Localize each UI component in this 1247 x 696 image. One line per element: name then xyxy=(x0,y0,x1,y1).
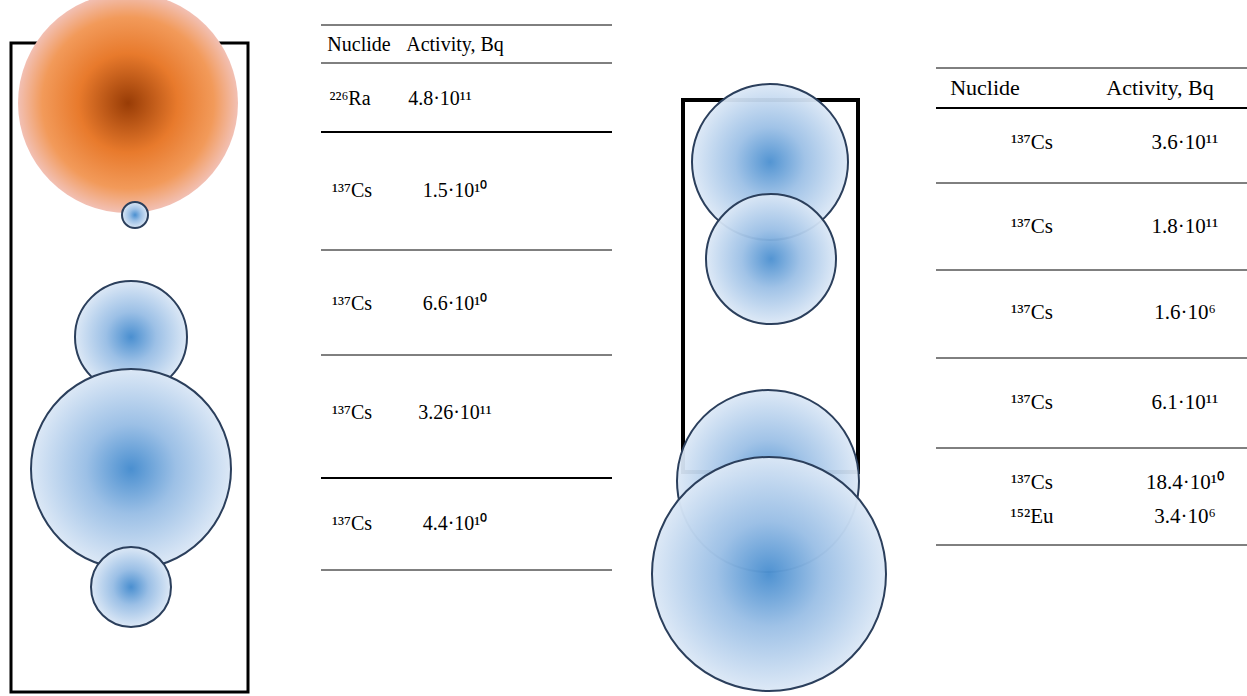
table-cell: 3.4·10⁶ xyxy=(1154,505,1216,528)
table-header: Activity, Bq xyxy=(406,33,504,55)
table-cell: ¹³⁷Cs xyxy=(332,179,372,201)
table-cell: ¹³⁷Cs xyxy=(1011,471,1053,494)
table-cell: 4.8·10¹¹ xyxy=(408,87,472,109)
table-header: Nuclide xyxy=(950,76,1020,100)
table-header: Activity, Bq xyxy=(1106,76,1213,100)
table-cell: 6.6·10¹⁰ xyxy=(423,292,488,314)
cesium-source xyxy=(706,194,836,324)
table-cell: ¹⁵²Eu xyxy=(1010,505,1053,528)
cesium-source xyxy=(91,547,171,627)
table-cell: ²²⁶Ra xyxy=(329,87,370,109)
radium-source xyxy=(18,0,238,213)
table-cell: 1.8·10¹¹ xyxy=(1152,215,1219,238)
cesium-source xyxy=(122,202,148,228)
table-cell: 4.4·10¹⁰ xyxy=(423,512,488,534)
table-header: Nuclide xyxy=(327,33,390,55)
table-cell: ¹³⁷Cs xyxy=(332,512,372,534)
table-cell: 1.6·10⁶ xyxy=(1154,301,1216,324)
table-cell: 3.26·10¹¹ xyxy=(418,401,492,423)
cesium-europium-source xyxy=(652,457,886,691)
table-cell: ¹³⁷Cs xyxy=(1011,131,1053,154)
table-rules xyxy=(321,25,612,570)
table-cell: 18.4·10¹⁰ xyxy=(1146,471,1224,494)
table-cell: 1.5·10¹⁰ xyxy=(423,179,488,201)
cesium-source xyxy=(31,369,231,569)
table-rules xyxy=(936,68,1247,545)
table-cell: ¹³⁷Cs xyxy=(1011,301,1053,324)
table-cell: 3.6·10¹¹ xyxy=(1152,131,1219,154)
table-cell: ¹³⁷Cs xyxy=(332,292,372,314)
table-cell: 6.1·10¹¹ xyxy=(1152,391,1219,414)
table-cell: ¹³⁷Cs xyxy=(1011,391,1053,414)
table-cell: ¹³⁷Cs xyxy=(1011,215,1053,238)
table-cell: ¹³⁷Cs xyxy=(332,401,372,423)
